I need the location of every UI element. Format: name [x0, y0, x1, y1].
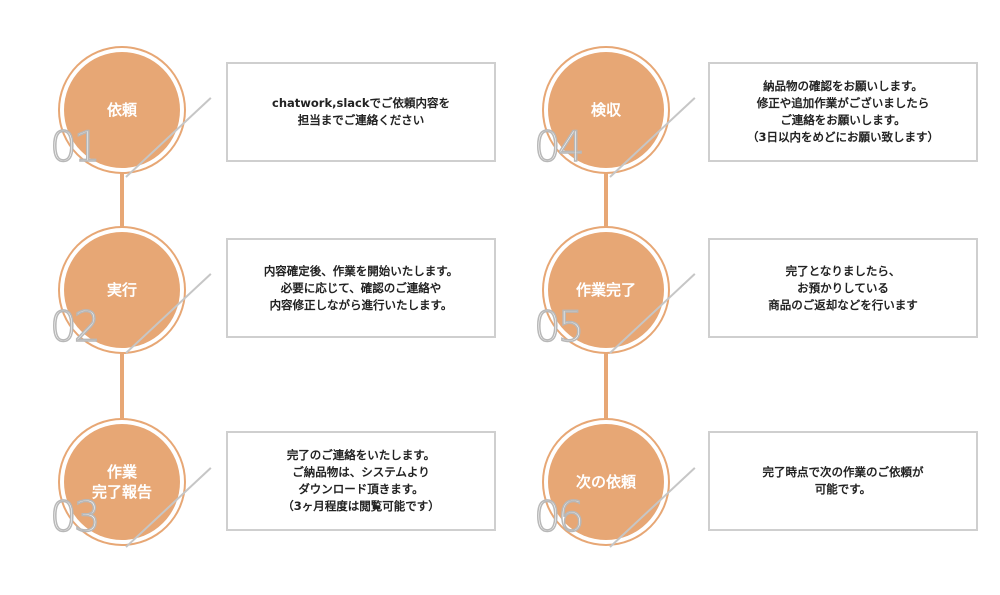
step-description: 納品物の確認をお願いします。 修正や追加作業がございましたら ご連絡をお願いしま… — [747, 79, 939, 144]
step-circle: 依頼 — [64, 52, 180, 168]
step-label: 検収 — [590, 101, 621, 119]
step-description-box: 完了時点で次の作業のご依頼が 可能です。 — [708, 431, 978, 531]
step-description: 完了時点で次の作業のご依頼が 可能です。 — [762, 465, 924, 496]
step-number: 01 — [49, 122, 101, 171]
step-circle: 検収 — [548, 52, 664, 168]
step-description: chatwork,slackでご依頼内容を 担当までご連絡ください — [272, 96, 450, 127]
connector-1-2 — [120, 166, 124, 232]
step-label: 作業 完了報告 — [91, 463, 152, 501]
step-label: 次の依頼 — [575, 473, 636, 491]
step-description-box: 完了となりましたら、 お預かりしている 商品のご返却などを行います — [708, 238, 978, 338]
step-number: 05 — [533, 302, 585, 351]
step-description-box: 納品物の確認をお願いします。 修正や追加作業がございましたら ご連絡をお願いしま… — [708, 62, 978, 162]
step-circle: 実行 — [64, 232, 180, 348]
connector-4-5 — [604, 166, 608, 232]
step-description: 完了となりましたら、 お預かりしている 商品のご返却などを行います — [768, 263, 918, 312]
connector-5-6 — [604, 350, 608, 422]
step-label: 作業完了 — [575, 281, 636, 299]
step-number: 03 — [49, 492, 101, 541]
step-circle: 作業 完了報告 — [64, 424, 180, 540]
step-description: 内容確定後、作業を開始いたします。 必要に応じて、確認のご連絡や 内容修正しなが… — [263, 263, 459, 312]
step-description-box: 内容確定後、作業を開始いたします。 必要に応じて、確認のご連絡や 内容修正しなが… — [226, 238, 496, 338]
step-description-box: chatwork,slackでご依頼内容を 担当までご連絡ください — [226, 62, 496, 162]
step-description: 完了のご連絡をいたします。 ご納品物は、システムより ダウンロード頂きます。 （… — [282, 448, 440, 513]
step-label: 依頼 — [106, 101, 137, 119]
step-number: 02 — [49, 302, 101, 351]
step-description-box: 完了のご連絡をいたします。 ご納品物は、システムより ダウンロード頂きます。 （… — [226, 431, 496, 531]
step-circle: 次の依頼 — [548, 424, 664, 540]
connector-2-3 — [120, 350, 124, 422]
step-number: 04 — [533, 122, 585, 171]
step-circle: 作業完了 — [548, 232, 664, 348]
step-label: 実行 — [106, 281, 137, 299]
step-number: 06 — [533, 492, 585, 541]
